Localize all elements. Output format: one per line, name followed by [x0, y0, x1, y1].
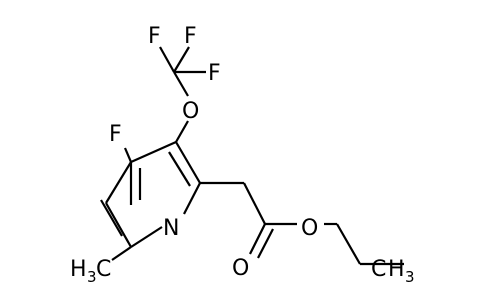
bond-carbonyl-o-2 [257, 228, 274, 259]
bond-cf3-f-top-right [173, 46, 190, 73]
bond-c4-f [123, 147, 133, 163]
bond-ch2-carbonyl [243, 182, 266, 225]
atom-methyl-subscript: 3 [87, 268, 97, 286]
atom-o-carbonyl: O [232, 256, 249, 281]
bond-c6-c5 [105, 202, 132, 248]
bond-c2-n [183, 182, 201, 215]
atom-ethyl-methyl-h: H [388, 257, 405, 282]
bond-o-c3 [175, 120, 189, 143]
atom-f-top-right: F [184, 24, 197, 49]
bond-c6-c5-inner [100, 199, 123, 237]
atom-f-mid: F [208, 61, 221, 86]
atom-o-ester: O [301, 216, 318, 241]
atom-n-ring: N [163, 216, 179, 241]
atom-methyl-c: C [96, 257, 111, 282]
bond-c3-c2-inner [168, 151, 191, 187]
atom-ethyl-methyl-c: C [371, 257, 386, 282]
bond-c3-c4 [130, 140, 177, 164]
bonds [100, 46, 404, 266]
bond-c3-c2 [175, 141, 201, 184]
bond-cf3-o [173, 71, 189, 97]
atom-labels: F F F O F N O O H 3 C C H 3 [70, 24, 415, 286]
bond-c6-methyl [111, 246, 132, 261]
bond-c5-c4 [105, 161, 132, 204]
atom-ethyl-methyl-sub: 3 [405, 268, 415, 286]
bond-ch2-ch3 [336, 223, 361, 265]
bond-cf3-f-top-left [159, 46, 175, 73]
atom-o-ether: O [182, 99, 199, 124]
bond-n-c6 [130, 226, 163, 248]
bond-carbonyl-o-1 [249, 223, 266, 255]
atom-f-ring: F [109, 122, 122, 147]
atom-f-top-left: F [148, 24, 161, 49]
atom-methyl-h: H [70, 257, 87, 282]
